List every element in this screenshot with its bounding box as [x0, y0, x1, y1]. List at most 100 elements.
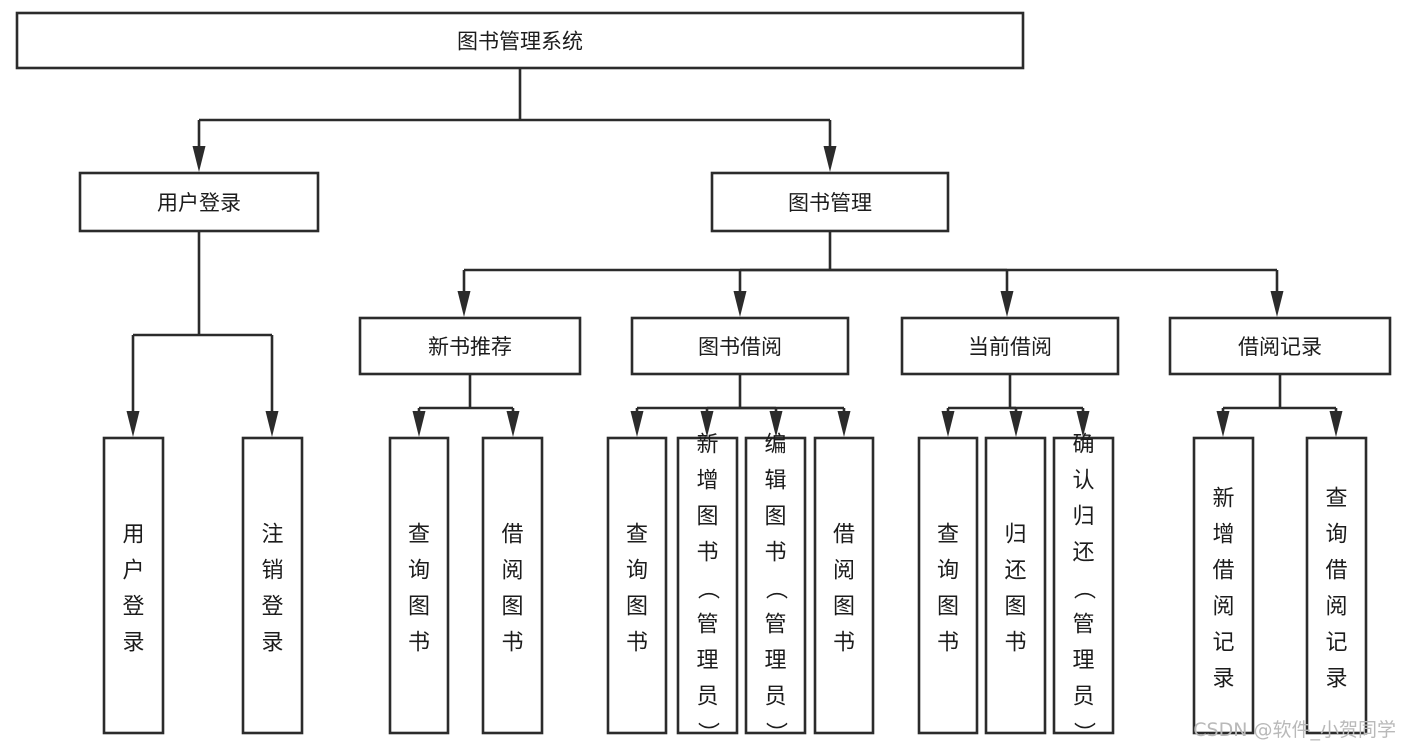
node-label-rc-add-glyph: 录 [1212, 667, 1234, 692]
connector-record-to-rc-add [1216, 374, 1282, 437]
node-current[interactable]: 当前借阅 [900, 316, 1120, 376]
connector-current-to-cu-query [941, 374, 1012, 437]
node-label-cu-query-glyph: 图 [937, 595, 959, 620]
node-label-bw-edit-glyph: （ [763, 578, 788, 600]
node-box-login[interactable] [78, 171, 320, 233]
node-label-bw-query-glyph: 查 [626, 523, 648, 548]
connector-root-to-bookmgmt [520, 118, 837, 172]
node-label-rc-query-glyph: 记 [1325, 631, 1347, 656]
connector-root-to-login [192, 68, 522, 172]
node-bookmgmt[interactable]: 图书管理 [710, 171, 950, 233]
node-label-rc-add-glyph: 新 [1212, 487, 1234, 512]
connector-newbook-to-nb-query [412, 374, 472, 437]
node-box-borrow[interactable] [630, 316, 850, 376]
node-label-rc-add-glyph: 记 [1212, 631, 1234, 656]
node-root[interactable]: 图书管理系统 [15, 11, 1025, 70]
node-label-userlogout-glyph: 销 [261, 559, 283, 584]
node-label-bw-lend-glyph: 书 [833, 631, 855, 656]
node-label-bookmgmt: 图书管理 [788, 191, 872, 215]
node-label-rc-query-glyph: 询 [1325, 523, 1347, 548]
node-layer: 图书管理系统用户登录图书管理用户登录注销登录新书推荐图书借阅当前借阅借阅记录查询… [15, 11, 1392, 744]
node-label-cu-confirm-glyph: 还 [1072, 541, 1094, 566]
node-box-userlogout[interactable] [241, 436, 304, 735]
node-box-rc-add[interactable] [1192, 436, 1255, 735]
node-box-rc-query[interactable] [1305, 436, 1368, 735]
node-box-bw-query[interactable] [606, 436, 668, 735]
node-label-userlogin-glyph: 户 [122, 559, 144, 584]
node-record[interactable]: 借阅记录 [1168, 316, 1392, 376]
node-label-cu-confirm-glyph: 归 [1072, 505, 1094, 530]
node-box-record[interactable] [1168, 316, 1392, 376]
connector-bookmgmt-to-current [830, 268, 1014, 317]
node-label-current: 当前借阅 [968, 335, 1052, 359]
node-login[interactable]: 用户登录 [78, 171, 320, 233]
node-box-cu-confirm[interactable] [1052, 436, 1115, 735]
node-label-cu-confirm-glyph: 确 [1072, 433, 1094, 458]
node-userlogin[interactable]: 用户登录 [102, 436, 165, 735]
node-label-nb-query-glyph: 图 [408, 595, 430, 620]
node-label-cu-return-glyph: 书 [1004, 631, 1026, 656]
node-label-userlogout-glyph: 录 [261, 631, 283, 656]
node-label-newbook: 新书推荐 [428, 335, 512, 359]
node-label-userlogout-glyph: 登 [261, 595, 283, 620]
node-label-bw-query-glyph: 书 [626, 631, 648, 656]
connector-borrow-to-bw-query [630, 374, 742, 437]
connector-record-to-rc-query [1280, 406, 1343, 437]
node-label-bw-add-glyph: 员 [696, 685, 718, 710]
node-label-rc-query-glyph: 借 [1325, 559, 1347, 584]
node-label-rc-query-glyph: 阅 [1325, 595, 1347, 620]
node-box-bw-lend[interactable] [813, 436, 875, 735]
node-label-userlogin-glyph: 登 [122, 595, 144, 620]
watermark-label: CSDN @软件_小贺同学 [1193, 719, 1396, 741]
node-label-bw-add-glyph: 理 [696, 649, 718, 674]
node-label-bw-edit-glyph: ） [763, 722, 788, 744]
node-label-userlogin-glyph: 用 [122, 523, 144, 548]
node-box-bw-edit[interactable] [744, 436, 807, 735]
node-borrow[interactable]: 图书借阅 [630, 316, 850, 376]
node-box-nb-borrow[interactable] [481, 436, 544, 735]
node-box-newbook[interactable] [358, 316, 582, 376]
node-box-root[interactable] [15, 11, 1025, 70]
node-label-login: 用户登录 [157, 191, 241, 215]
node-box-bookmgmt[interactable] [710, 171, 950, 233]
node-label-rc-add-glyph: 阅 [1212, 595, 1234, 620]
node-label-bw-edit-glyph: 理 [764, 649, 786, 674]
node-newbook[interactable]: 新书推荐 [358, 316, 582, 376]
node-label-cu-confirm-glyph: 管 [1072, 613, 1094, 638]
connector-current-to-cu-return [1009, 406, 1023, 437]
node-label-rc-add-glyph: 借 [1212, 559, 1234, 584]
node-box-cu-return[interactable] [984, 436, 1047, 735]
node-label-bw-add-glyph: （ [695, 578, 720, 600]
node-box-userlogin[interactable] [102, 436, 165, 735]
connector-newbook-to-nb-borrow [470, 406, 520, 437]
node-label-nb-query-glyph: 查 [408, 523, 430, 548]
node-label-cu-confirm-glyph: 员 [1072, 685, 1094, 710]
node-box-cu-query[interactable] [917, 436, 979, 735]
node-label-bw-add-glyph: ） [695, 722, 720, 744]
node-label-cu-return-glyph: 归 [1004, 523, 1026, 548]
node-box-nb-query[interactable] [388, 436, 450, 735]
node-label-root: 图书管理系统 [457, 30, 583, 54]
node-label-nb-query-glyph: 书 [408, 631, 430, 656]
node-label-bw-add-glyph: 书 [696, 541, 718, 566]
node-box-current[interactable] [900, 316, 1120, 376]
node-box-bw-add[interactable] [676, 436, 739, 735]
node-label-cu-return-glyph: 图 [1004, 595, 1026, 620]
node-label-borrow: 图书借阅 [698, 335, 782, 359]
node-label-cu-query-glyph: 查 [937, 523, 959, 548]
connector-bookmgmt-to-record [830, 268, 1284, 317]
